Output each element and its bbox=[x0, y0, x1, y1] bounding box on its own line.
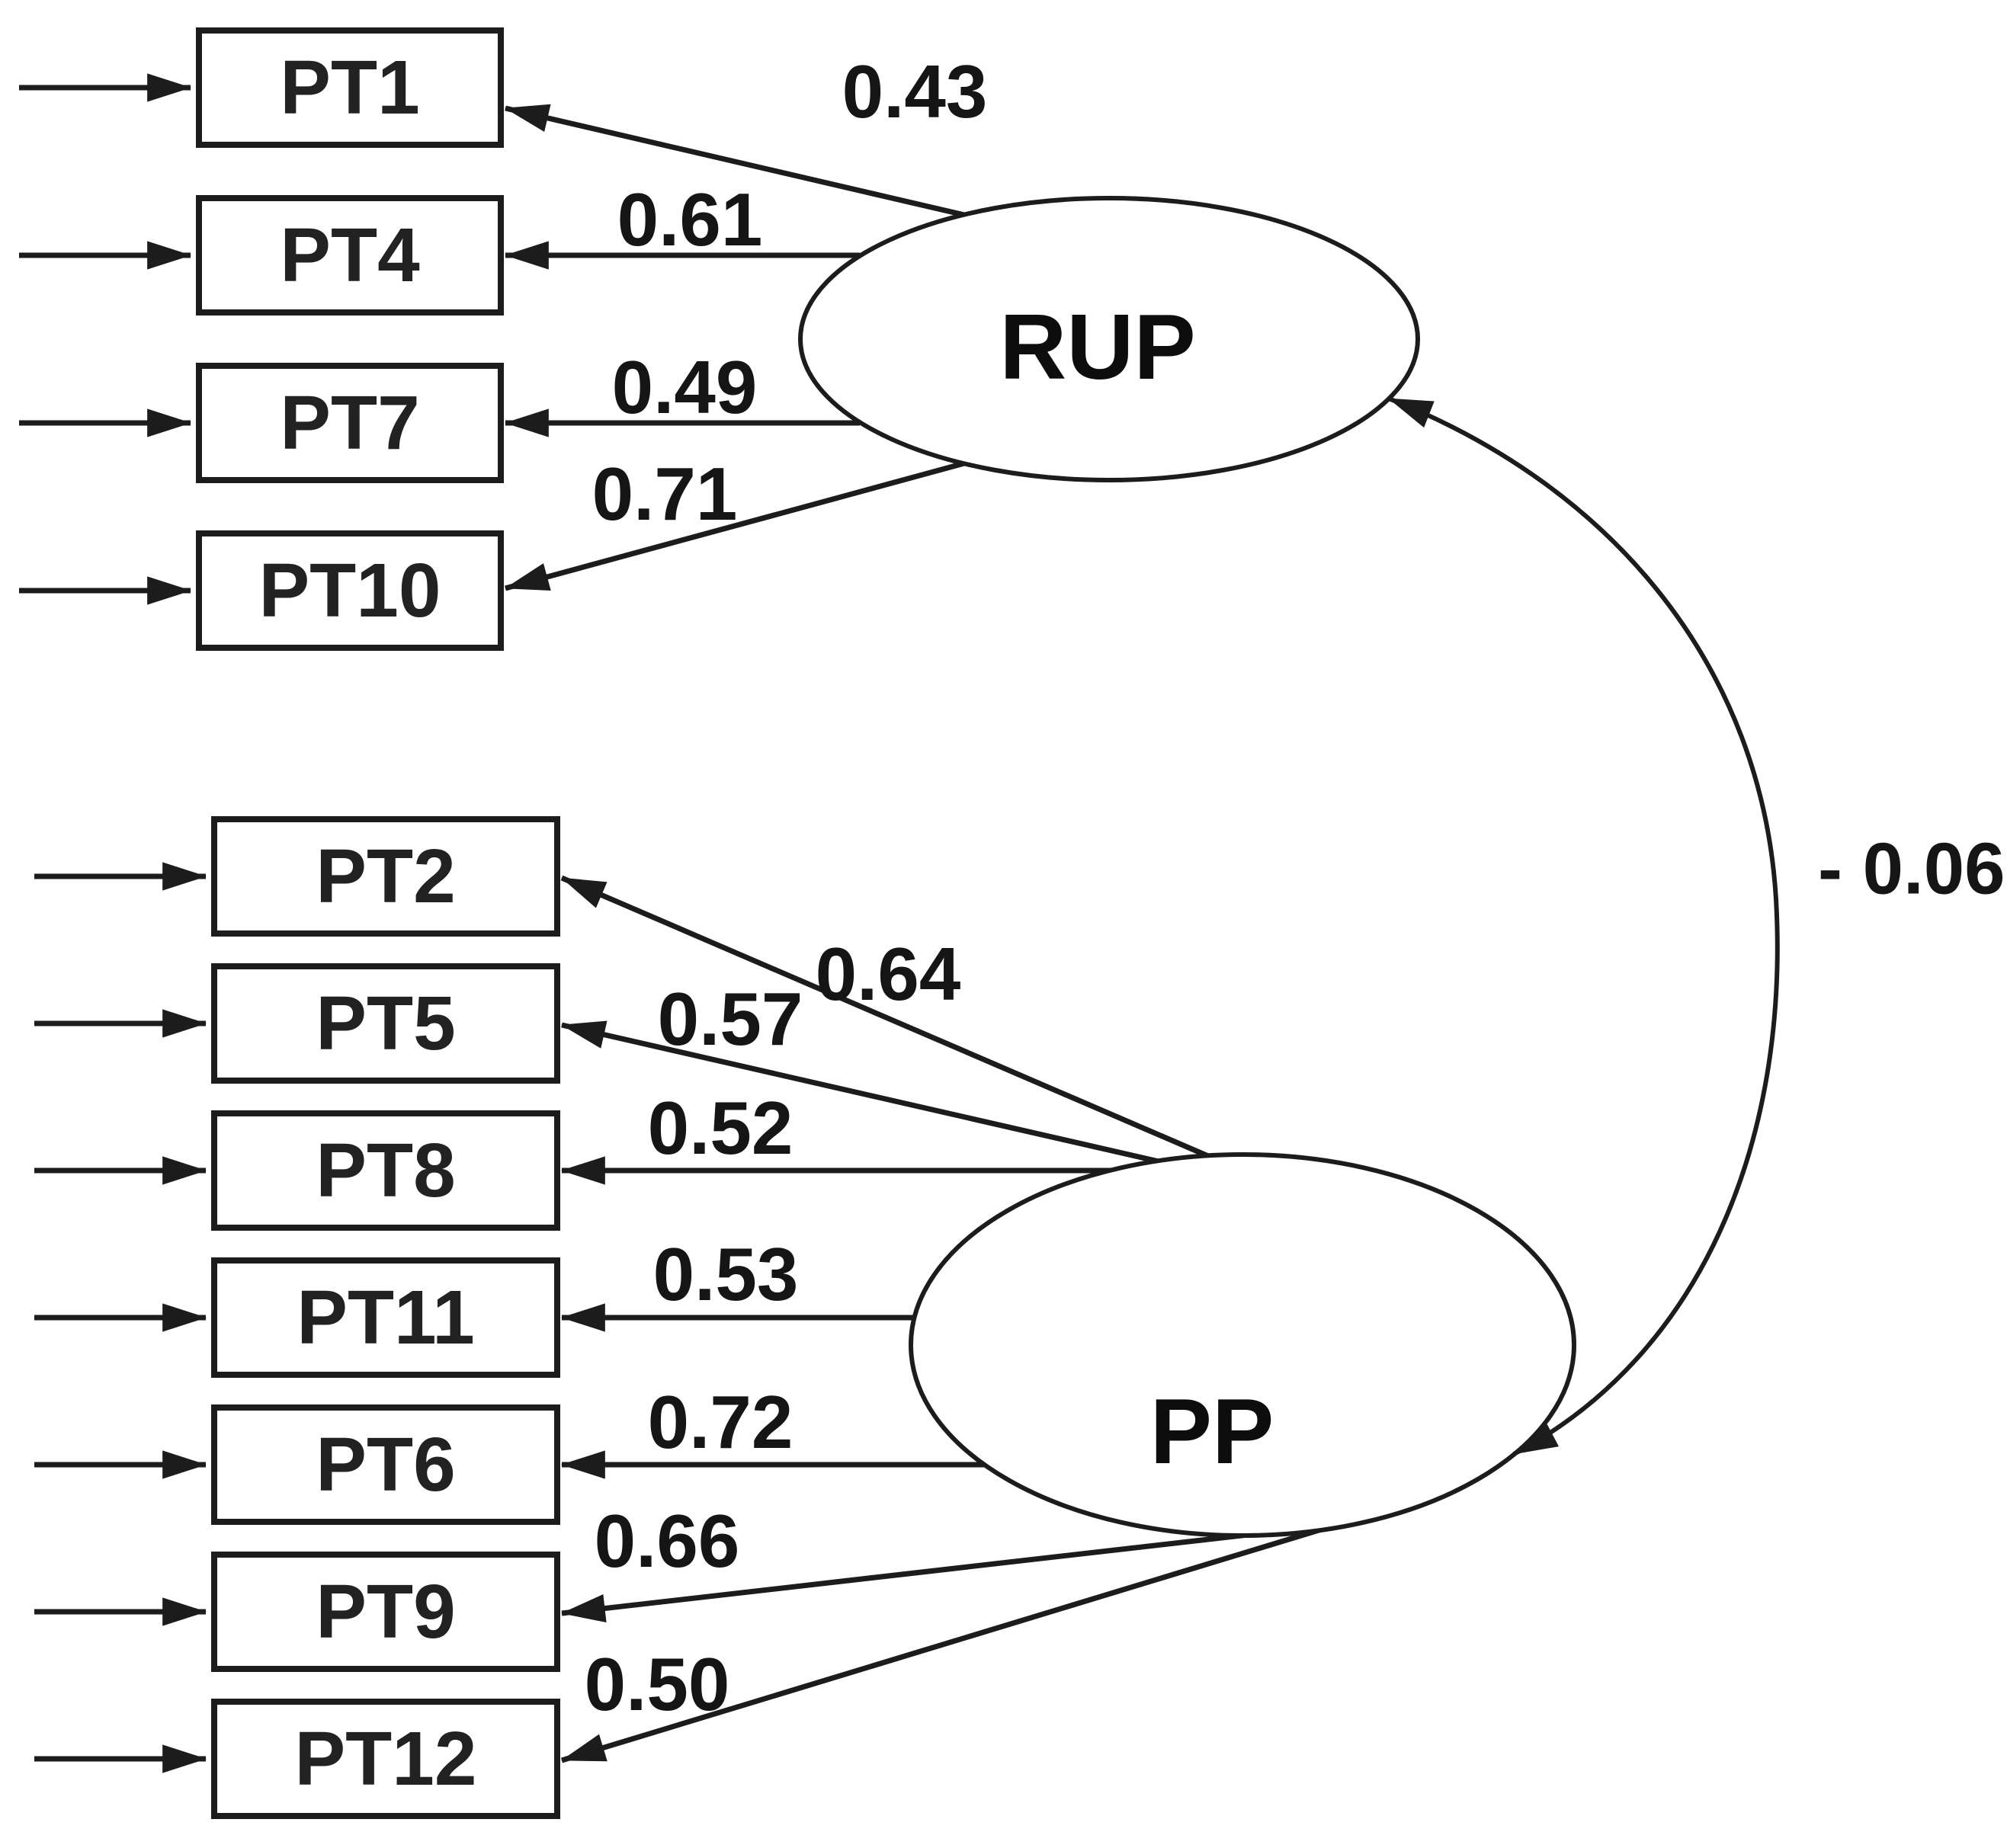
indicator-label-pt7: PT7 bbox=[280, 380, 419, 466]
correlation: - 0.06 bbox=[1387, 396, 2005, 1456]
loading-label-pt6: 0.72 bbox=[648, 1380, 794, 1464]
indicator-box-pt4 bbox=[196, 195, 504, 315]
latent-label-rup: RUP bbox=[999, 295, 1196, 399]
indicator-label-pt2: PT2 bbox=[316, 834, 455, 919]
indicator-label-pt9: PT9 bbox=[316, 1569, 455, 1654]
loading-label-pt1: 0.43 bbox=[842, 50, 988, 133]
loading-label-pt5: 0.57 bbox=[658, 977, 803, 1061]
loading-label-pt12: 0.50 bbox=[585, 1642, 730, 1726]
loading-label-pt2: 0.64 bbox=[816, 932, 961, 1016]
indicator-box-pt11 bbox=[211, 1257, 560, 1378]
loading-arrow-pt10 bbox=[505, 460, 965, 591]
loading-label-pt9: 0.66 bbox=[595, 1499, 740, 1583]
indicator-box-pt5 bbox=[211, 963, 560, 1084]
indicator-label-pt1: PT1 bbox=[280, 45, 419, 130]
indicator-label-pt11: PT11 bbox=[297, 1275, 475, 1360]
latent-label-pp: PP bbox=[1150, 1379, 1274, 1483]
indicator-box-pt8 bbox=[211, 1110, 560, 1231]
indicator-box-pt10 bbox=[196, 530, 504, 651]
rup-measurement-model: PT1 PT4 PT7 PT10 0.43 0.61 0.49 0.71 RUP bbox=[19, 27, 1420, 651]
indicator-label-pt10: PT10 bbox=[258, 548, 441, 633]
indicator-box-pt7 bbox=[196, 363, 504, 483]
loading-label-pt10: 0.71 bbox=[592, 452, 738, 536]
loading-arrow-pt9 bbox=[560, 1527, 1289, 1623]
loading-label-pt4: 0.61 bbox=[617, 178, 763, 261]
loading-arrow-pt2 bbox=[560, 875, 1210, 1159]
loading-arrow-pt12 bbox=[560, 1525, 1328, 1763]
loading-label-pt7: 0.49 bbox=[612, 345, 758, 429]
loading-label-pt8: 0.52 bbox=[648, 1086, 794, 1170]
latent-ellipse-rup bbox=[798, 196, 1420, 482]
indicator-box-pt2 bbox=[211, 816, 560, 937]
indicator-label-pt4: PT4 bbox=[280, 213, 420, 298]
correlation-label: - 0.06 bbox=[1818, 828, 2005, 910]
indicator-box-pt1 bbox=[196, 27, 504, 148]
indicator-label-pt6: PT6 bbox=[316, 1422, 455, 1507]
indicator-box-pt12 bbox=[211, 1699, 560, 1819]
indicator-box-pt6 bbox=[211, 1404, 560, 1525]
loading-label-pt11: 0.53 bbox=[653, 1232, 799, 1316]
indicator-label-pt12: PT12 bbox=[294, 1716, 476, 1802]
indicator-box-pt9 bbox=[211, 1552, 560, 1672]
indicator-label-pt8: PT8 bbox=[316, 1128, 455, 1213]
loading-arrow-pt5 bbox=[560, 1020, 1159, 1164]
loading-arrow-pt1 bbox=[504, 104, 965, 218]
pp-measurement-model: PT2 PT5 PT8 PT11 PT6 PT9 PT12 0.64 0.57 … bbox=[34, 816, 1576, 1819]
correlation-arrow bbox=[1387, 396, 1780, 1456]
indicator-label-pt5: PT5 bbox=[316, 981, 455, 1066]
